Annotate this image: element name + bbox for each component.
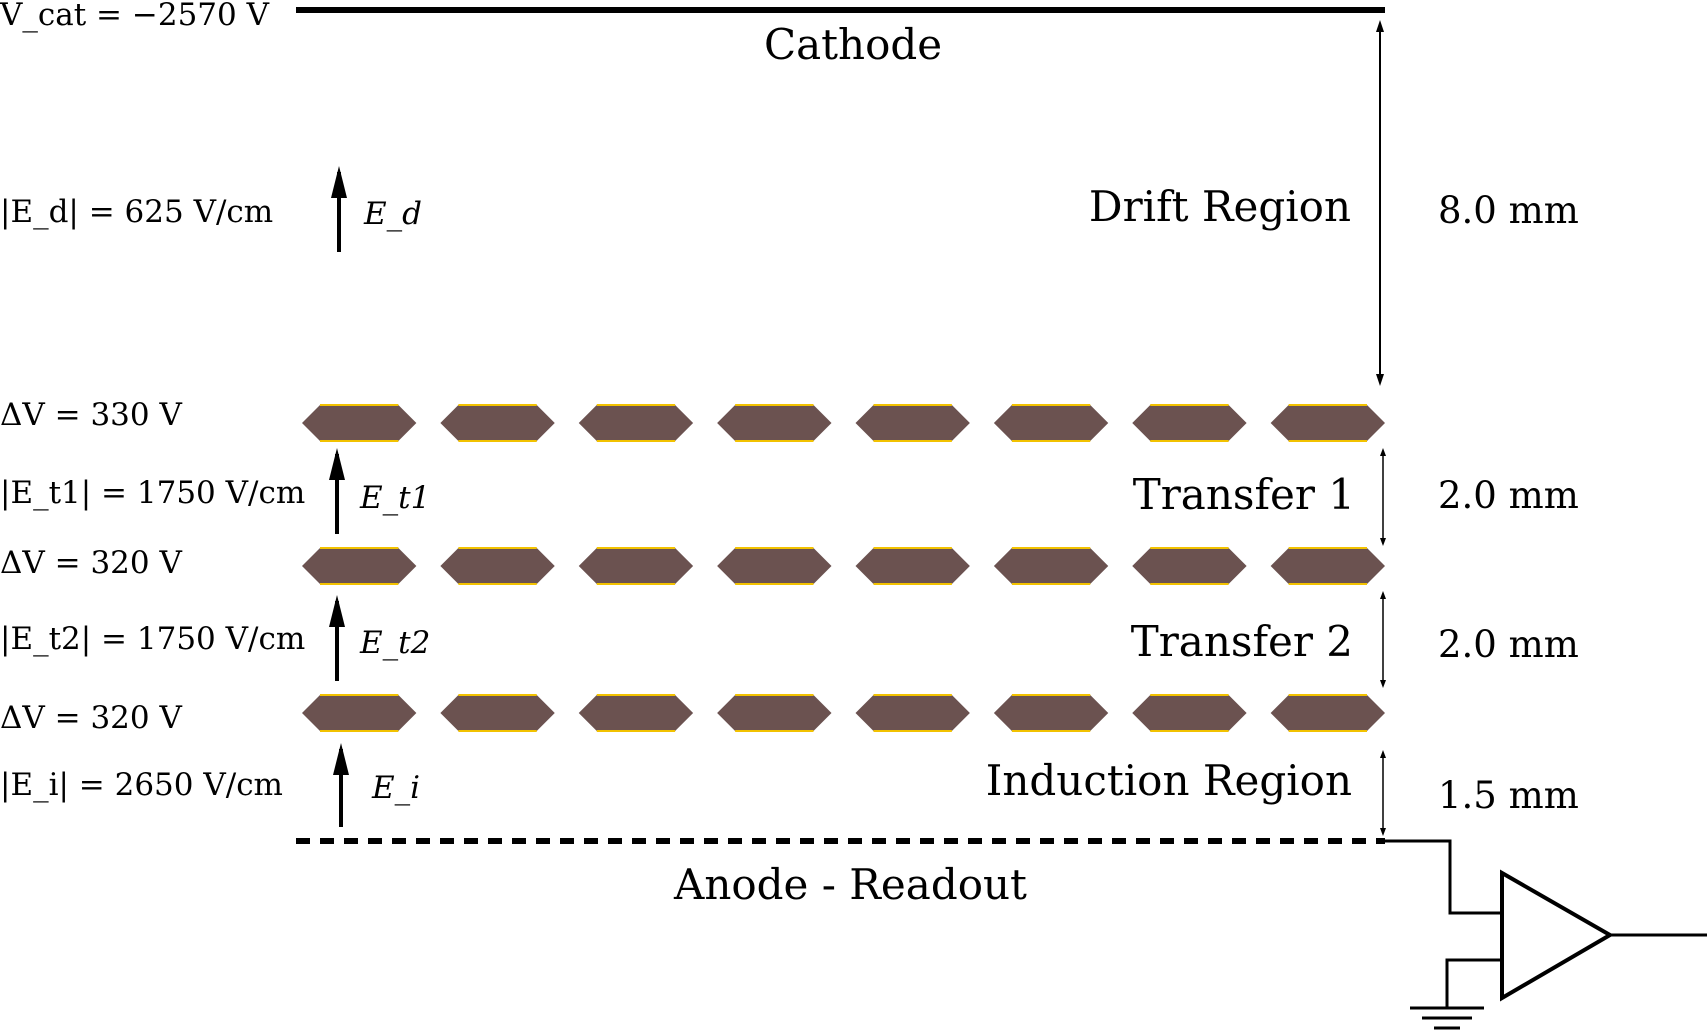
gem3-segment (578, 695, 694, 731)
transfer1-region-label: Transfer 1 (1132, 470, 1355, 519)
drift-region-label: Drift Region (1088, 182, 1351, 231)
gem1-segment (855, 405, 970, 441)
gem3-segment (993, 695, 1109, 731)
drift-gap-size: 8.0 mm (1438, 189, 1579, 232)
induction-dimension-arrow (1380, 750, 1386, 836)
induction-region-label: Induction Region (985, 756, 1352, 805)
ground-connection-wire (1445, 958, 1502, 1008)
gem3-segment (717, 695, 832, 731)
induction-field-symbol: E_i (372, 770, 421, 806)
gem1-segment (578, 405, 694, 441)
transfer1-field-symbol: E_t1 (360, 480, 431, 516)
transfer1-field-magnitude: |E_t1| = 1750 V/cm (0, 475, 306, 511)
anode-connection-wire (1385, 839, 1502, 915)
gem1-voltage-label: ΔV = 330 V (0, 397, 182, 433)
drift-field-arrowhead (331, 166, 347, 198)
drift-field-symbol: E_d (364, 196, 422, 232)
gem2-segment (1270, 548, 1385, 584)
transfer1-dimension-arrow (1380, 448, 1386, 546)
gem1-segment (717, 405, 832, 441)
induction-gap-size: 1.5 mm (1438, 774, 1579, 817)
cathode-voltage-label: V_cat = −2570 V (0, 0, 269, 33)
gem1-segment (1270, 405, 1385, 441)
transfer2-gap-size: 2.0 mm (1438, 623, 1579, 666)
transfer1-field-arrowhead (329, 448, 345, 480)
transfer2-field-arrowhead (329, 595, 345, 627)
gem2-voltage-label: ΔV = 320 V (0, 545, 182, 581)
transfer1-gap-size: 2.0 mm (1438, 474, 1579, 517)
amplifier-icon (1500, 869, 1614, 1002)
anode-readout-label: Anode - Readout (674, 860, 1027, 909)
gem1-segment (440, 405, 555, 441)
gem2-segment (993, 548, 1109, 584)
gem3-segment (302, 695, 417, 731)
transfer2-field-symbol: E_t2 (360, 625, 431, 661)
transfer2-field-magnitude: |E_t2| = 1750 V/cm (0, 621, 306, 657)
gem2-segment (578, 548, 694, 584)
gem2-segment (302, 548, 417, 584)
cathode-label: Cathode (764, 20, 943, 69)
induction-field-arrowhead (333, 743, 349, 775)
gem3-segment (1270, 695, 1385, 731)
gem1-segment (302, 405, 417, 441)
induction-field-magnitude: |E_i| = 2650 V/cm (0, 767, 283, 803)
gem2-segment (855, 548, 970, 584)
readout-amplifier-circuit (1385, 839, 1707, 1030)
gem-foils (302, 404, 1385, 732)
gem3-segment (855, 695, 970, 731)
gem2-segment (440, 548, 555, 584)
gem1-segment (1132, 405, 1247, 441)
gem3-segment (1132, 695, 1247, 731)
transfer2-region-label: Transfer 2 (1130, 617, 1353, 666)
gem3-voltage-label: ΔV = 320 V (0, 700, 182, 736)
gem2-segment (1132, 548, 1247, 584)
gem3-segment (440, 695, 555, 731)
gem2-segment (717, 548, 832, 584)
drift-dimension-arrow (1376, 20, 1384, 386)
drift-field-magnitude: |E_d| = 625 V/cm (0, 194, 274, 230)
gem1-segment (993, 405, 1109, 441)
transfer2-dimension-arrow (1380, 591, 1386, 688)
